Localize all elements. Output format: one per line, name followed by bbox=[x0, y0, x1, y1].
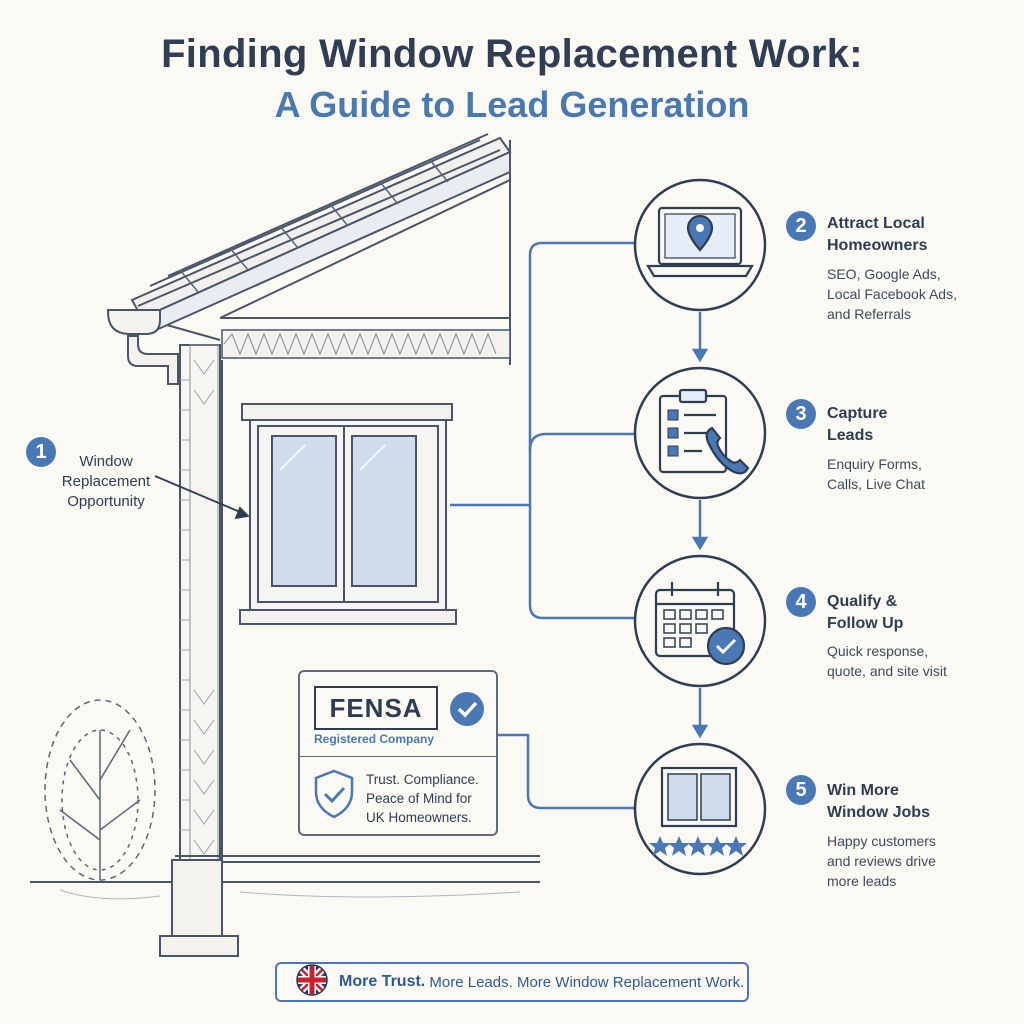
footer-strong-text: More Trust. bbox=[339, 973, 426, 990]
step-title-line: Qualify & bbox=[827, 593, 898, 610]
laptop-location-icon bbox=[646, 206, 754, 278]
step-desc-line: and reviews drive bbox=[827, 853, 936, 869]
house-wall bbox=[179, 344, 223, 861]
step-desc-line: Local Facebook Ads, bbox=[827, 286, 957, 302]
step-4-number-badge: 4 bbox=[786, 587, 816, 617]
fensa-text-line: UK Homeowners. bbox=[366, 810, 472, 825]
flow-arrows bbox=[691, 312, 709, 739]
step-5-title: Win More Window Jobs bbox=[827, 780, 930, 824]
step-desc-line: and Referrals bbox=[827, 306, 912, 322]
fensa-trust-text: Trust. Compliance. Peace of Mind for UK … bbox=[366, 770, 479, 827]
clipboard-phone-icon bbox=[658, 388, 750, 475]
page-subtitle: A Guide to Lead Generation bbox=[274, 84, 750, 125]
ground bbox=[30, 855, 540, 957]
step-4-description: Quick response, quote, and site visit bbox=[827, 641, 947, 681]
fensa-divider bbox=[300, 756, 496, 757]
step-title-line: Capture bbox=[827, 405, 888, 422]
calendar-check-icon bbox=[654, 582, 746, 666]
check-circle-icon bbox=[450, 692, 484, 726]
step-2-description: SEO, Google Ads, Local Facebook Ads, and… bbox=[827, 264, 957, 324]
fensa-card: FENSA Registered Company Trust. Complian… bbox=[298, 670, 498, 836]
footer-rest-text: More Leads. More Window Replacement Work… bbox=[425, 973, 745, 991]
gutter bbox=[107, 309, 179, 385]
fensa-logo: FENSA bbox=[314, 686, 438, 730]
opportunity-arrow bbox=[154, 475, 250, 520]
opportunity-line: Window bbox=[79, 453, 133, 470]
step-title-line: Attract Local bbox=[827, 215, 925, 232]
shield-check-icon bbox=[312, 768, 356, 825]
step-3-number-badge: 3 bbox=[786, 399, 816, 429]
step-5-number-badge: 5 bbox=[786, 775, 816, 805]
step-desc-line: quote, and site visit bbox=[827, 663, 947, 679]
step-desc-line: Quick response, bbox=[827, 643, 929, 659]
fensa-registered-label: Registered Company bbox=[314, 732, 435, 746]
opportunity-line: Opportunity bbox=[67, 493, 145, 510]
step-2-title: Attract Local Homeowners bbox=[827, 213, 927, 257]
opportunity-label: Window Replacement Opportunity bbox=[46, 452, 166, 512]
shrub bbox=[44, 699, 156, 881]
opportunity-line: Replacement bbox=[61, 473, 151, 490]
fensa-text-line: Trust. Compliance. bbox=[366, 772, 479, 787]
step-desc-line: more leads bbox=[827, 873, 897, 889]
connector-lines bbox=[450, 241, 634, 810]
step-desc-line: Happy customers bbox=[827, 833, 936, 849]
uk-flag-icon bbox=[295, 963, 329, 1002]
step-5-description: Happy customers and reviews drive more l… bbox=[827, 831, 936, 891]
step-2-number-badge: 2 bbox=[786, 211, 816, 241]
opportunity-number-badge: 1 bbox=[26, 437, 56, 467]
step-title-line: Homeowners bbox=[827, 237, 928, 254]
insulation-strip bbox=[221, 329, 511, 359]
page-title: Finding Window Replacement Work: bbox=[161, 32, 863, 76]
step-title-line: Follow Up bbox=[827, 615, 904, 632]
step-desc-line: Enquiry Forms, bbox=[827, 456, 922, 472]
footer-banner: More Trust. More Leads. More Window Repl… bbox=[275, 962, 749, 1002]
step-title-line: Win More bbox=[827, 782, 899, 799]
fensa-text-line: Peace of Mind for bbox=[366, 791, 472, 806]
step-desc-line: Calls, Live Chat bbox=[827, 476, 926, 492]
step-desc-line: SEO, Google Ads, bbox=[827, 266, 941, 282]
step-3-description: Enquiry Forms, Calls, Live Chat bbox=[827, 454, 925, 494]
window-stars-icon bbox=[649, 766, 747, 856]
step-title-line: Leads bbox=[827, 427, 874, 444]
step-3-title: Capture Leads bbox=[827, 403, 887, 447]
window-illustration bbox=[239, 403, 457, 625]
step-title-line: Window Jobs bbox=[827, 804, 930, 821]
step-4-title: Qualify & Follow Up bbox=[827, 591, 903, 635]
